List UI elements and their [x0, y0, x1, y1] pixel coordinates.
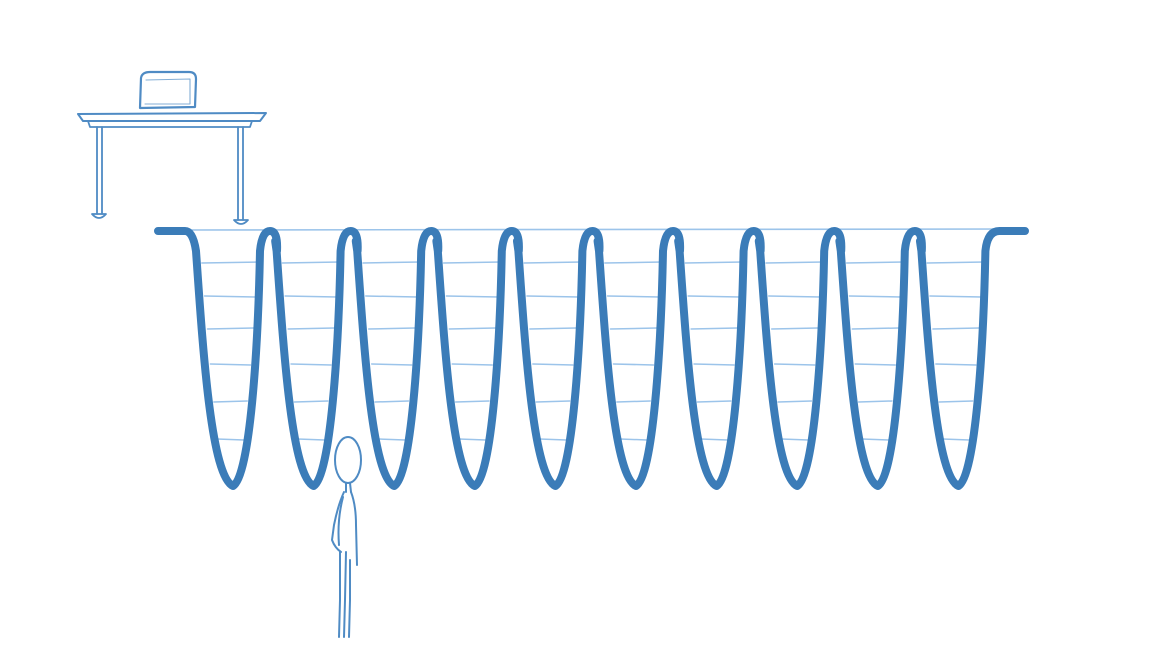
stick-figure-person: [331, 436, 362, 638]
ladder-rung: [780, 438, 810, 441]
desk-foot-left: [91, 213, 107, 219]
ladder-rung: [370, 363, 413, 366]
ladder-rung: [457, 438, 487, 441]
desk-foot-right: [233, 219, 249, 225]
ladder-rung: [445, 295, 499, 298]
ladder-rung: [932, 327, 980, 330]
ladder-rung: [926, 261, 986, 264]
desk-top: [77, 112, 267, 122]
ladder-rung: [532, 363, 574, 366]
zigzag-trench: [154, 227, 1029, 490]
ladder-rung: [535, 400, 571, 403]
ladder-rung: [938, 400, 974, 403]
ladder-rung: [699, 438, 729, 441]
ladder-rung: [365, 295, 419, 298]
ladder-rung: [362, 261, 422, 264]
ladder-rung: [526, 295, 580, 298]
ladder-rung: [523, 261, 583, 264]
figure-neck: [345, 482, 352, 493]
ladder-rung: [773, 363, 816, 366]
ladder-rung: [281, 261, 341, 264]
ladder-rung: [209, 363, 252, 366]
ladder-rung: [851, 327, 900, 330]
ladder-rung: [538, 438, 568, 441]
ladder-rung: [854, 363, 897, 366]
figure-head: [334, 436, 362, 484]
figure-arm: [337, 496, 344, 546]
ladder-rung: [941, 438, 971, 441]
ladder-rung: [374, 400, 410, 403]
ladder-rung: [687, 295, 741, 298]
ladder-rung: [857, 400, 893, 403]
ladder-rung: [206, 327, 255, 330]
ladder-rung: [448, 327, 497, 330]
ladder-rung: [529, 327, 577, 330]
ladder-rung: [367, 327, 416, 330]
ladder-rung: [609, 327, 658, 330]
desk-with-laptop-illustration: [77, 70, 267, 225]
ladder-rung: [693, 363, 735, 366]
ladder-rung: [612, 363, 655, 366]
ladder-rung: [296, 438, 326, 441]
ladder-rung: [690, 327, 738, 330]
ladder-rung: [684, 261, 744, 264]
ladder-rung: [213, 400, 248, 403]
ladder-rung: [604, 261, 663, 264]
ladder-rung: [770, 327, 819, 330]
laptop-screen-inner: [144, 78, 191, 105]
ladder-rung: [768, 295, 822, 298]
ladder-rung: [765, 261, 825, 264]
ladder-rung: [293, 400, 329, 403]
ladder-rung: [860, 438, 890, 441]
ladder-rung: [216, 438, 245, 441]
ladder-rung: [619, 438, 648, 441]
ladder-rung: [935, 363, 977, 366]
ladder-rung: [451, 363, 494, 366]
desk-leg-right: [237, 126, 244, 221]
laptop-screen: [138, 70, 198, 110]
ladder-rung: [848, 295, 902, 298]
ladder-rung: [696, 400, 732, 403]
ladder-rung: [929, 295, 983, 298]
ladder-rung: [606, 295, 661, 298]
desk-top-edge: [87, 120, 253, 128]
ladder-rung: [845, 261, 905, 264]
ladder-rung: [284, 295, 338, 298]
ladder-rung: [290, 363, 332, 366]
ladder-rung: [777, 400, 813, 403]
desk-leg-left: [96, 126, 103, 215]
ladder-rung: [287, 327, 335, 330]
figure-body: [331, 491, 358, 566]
ladder-rung: [616, 400, 651, 403]
ladder-rung: [203, 295, 258, 298]
ladder-rung: [454, 400, 490, 403]
ladder-rung: [201, 261, 260, 264]
figure-legs: [338, 551, 351, 638]
ladder-rung: [377, 438, 407, 441]
ladder-rungs: [201, 261, 986, 441]
ladder-rung: [442, 261, 502, 264]
